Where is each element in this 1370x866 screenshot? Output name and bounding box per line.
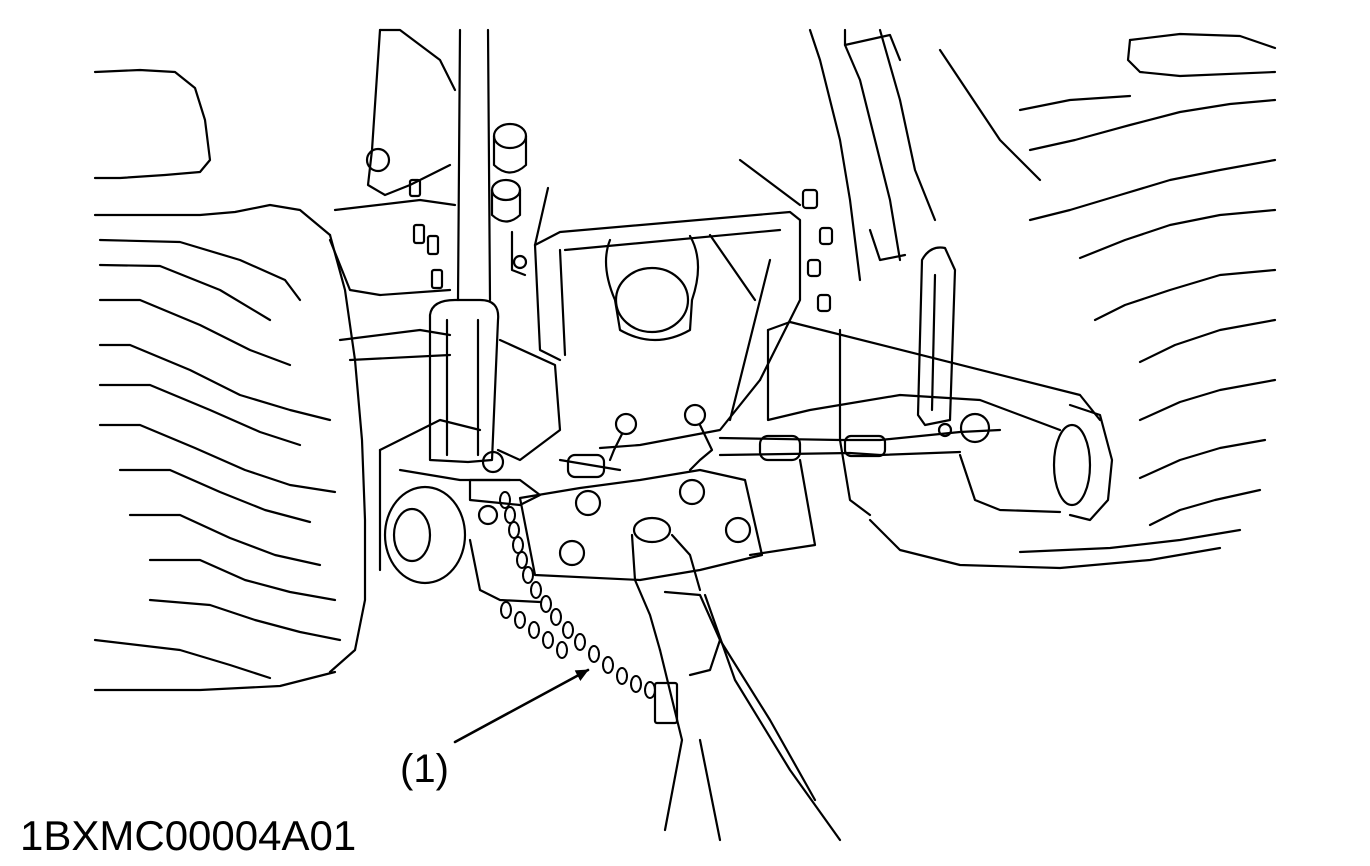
left-tire bbox=[93, 68, 367, 692]
callout-arrow bbox=[453, 668, 590, 744]
drawbar-plate bbox=[468, 458, 817, 604]
turnbuckle-rod bbox=[558, 403, 1002, 479]
center-housing bbox=[533, 210, 802, 450]
left-frame bbox=[328, 28, 492, 362]
callout-label-1: (1) bbox=[400, 747, 449, 791]
right-tire bbox=[868, 32, 1277, 570]
right-frame bbox=[738, 28, 937, 517]
figure-code: 1BXMC00004A01 bbox=[20, 812, 356, 859]
center-shafts bbox=[490, 122, 550, 277]
drawbar bbox=[630, 516, 842, 842]
safety-chain bbox=[499, 491, 656, 699]
left-lift-link bbox=[378, 298, 562, 585]
right-lift-link bbox=[766, 246, 1114, 522]
